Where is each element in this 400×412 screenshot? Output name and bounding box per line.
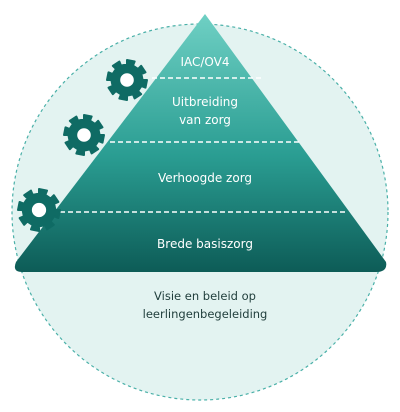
tier-label-iac: IAC/OV4 [180, 55, 229, 69]
gear-icon [63, 114, 105, 156]
pyramid [14, 14, 387, 272]
caption-line-1: Visie en beleid op [154, 289, 256, 303]
gear-icon [106, 59, 148, 101]
tier-label-verhoogde: Verhoogde zorg [158, 171, 252, 185]
tier-label-uitbreiding-1: Uitbreiding [172, 95, 238, 109]
caption-line-2: leerlingenbegeleiding [143, 307, 268, 321]
tier-label-uitbreiding-2: van zorg [179, 113, 231, 127]
tier-label-brede: Brede basiszorg [157, 237, 253, 251]
gear-icon [17, 188, 61, 232]
